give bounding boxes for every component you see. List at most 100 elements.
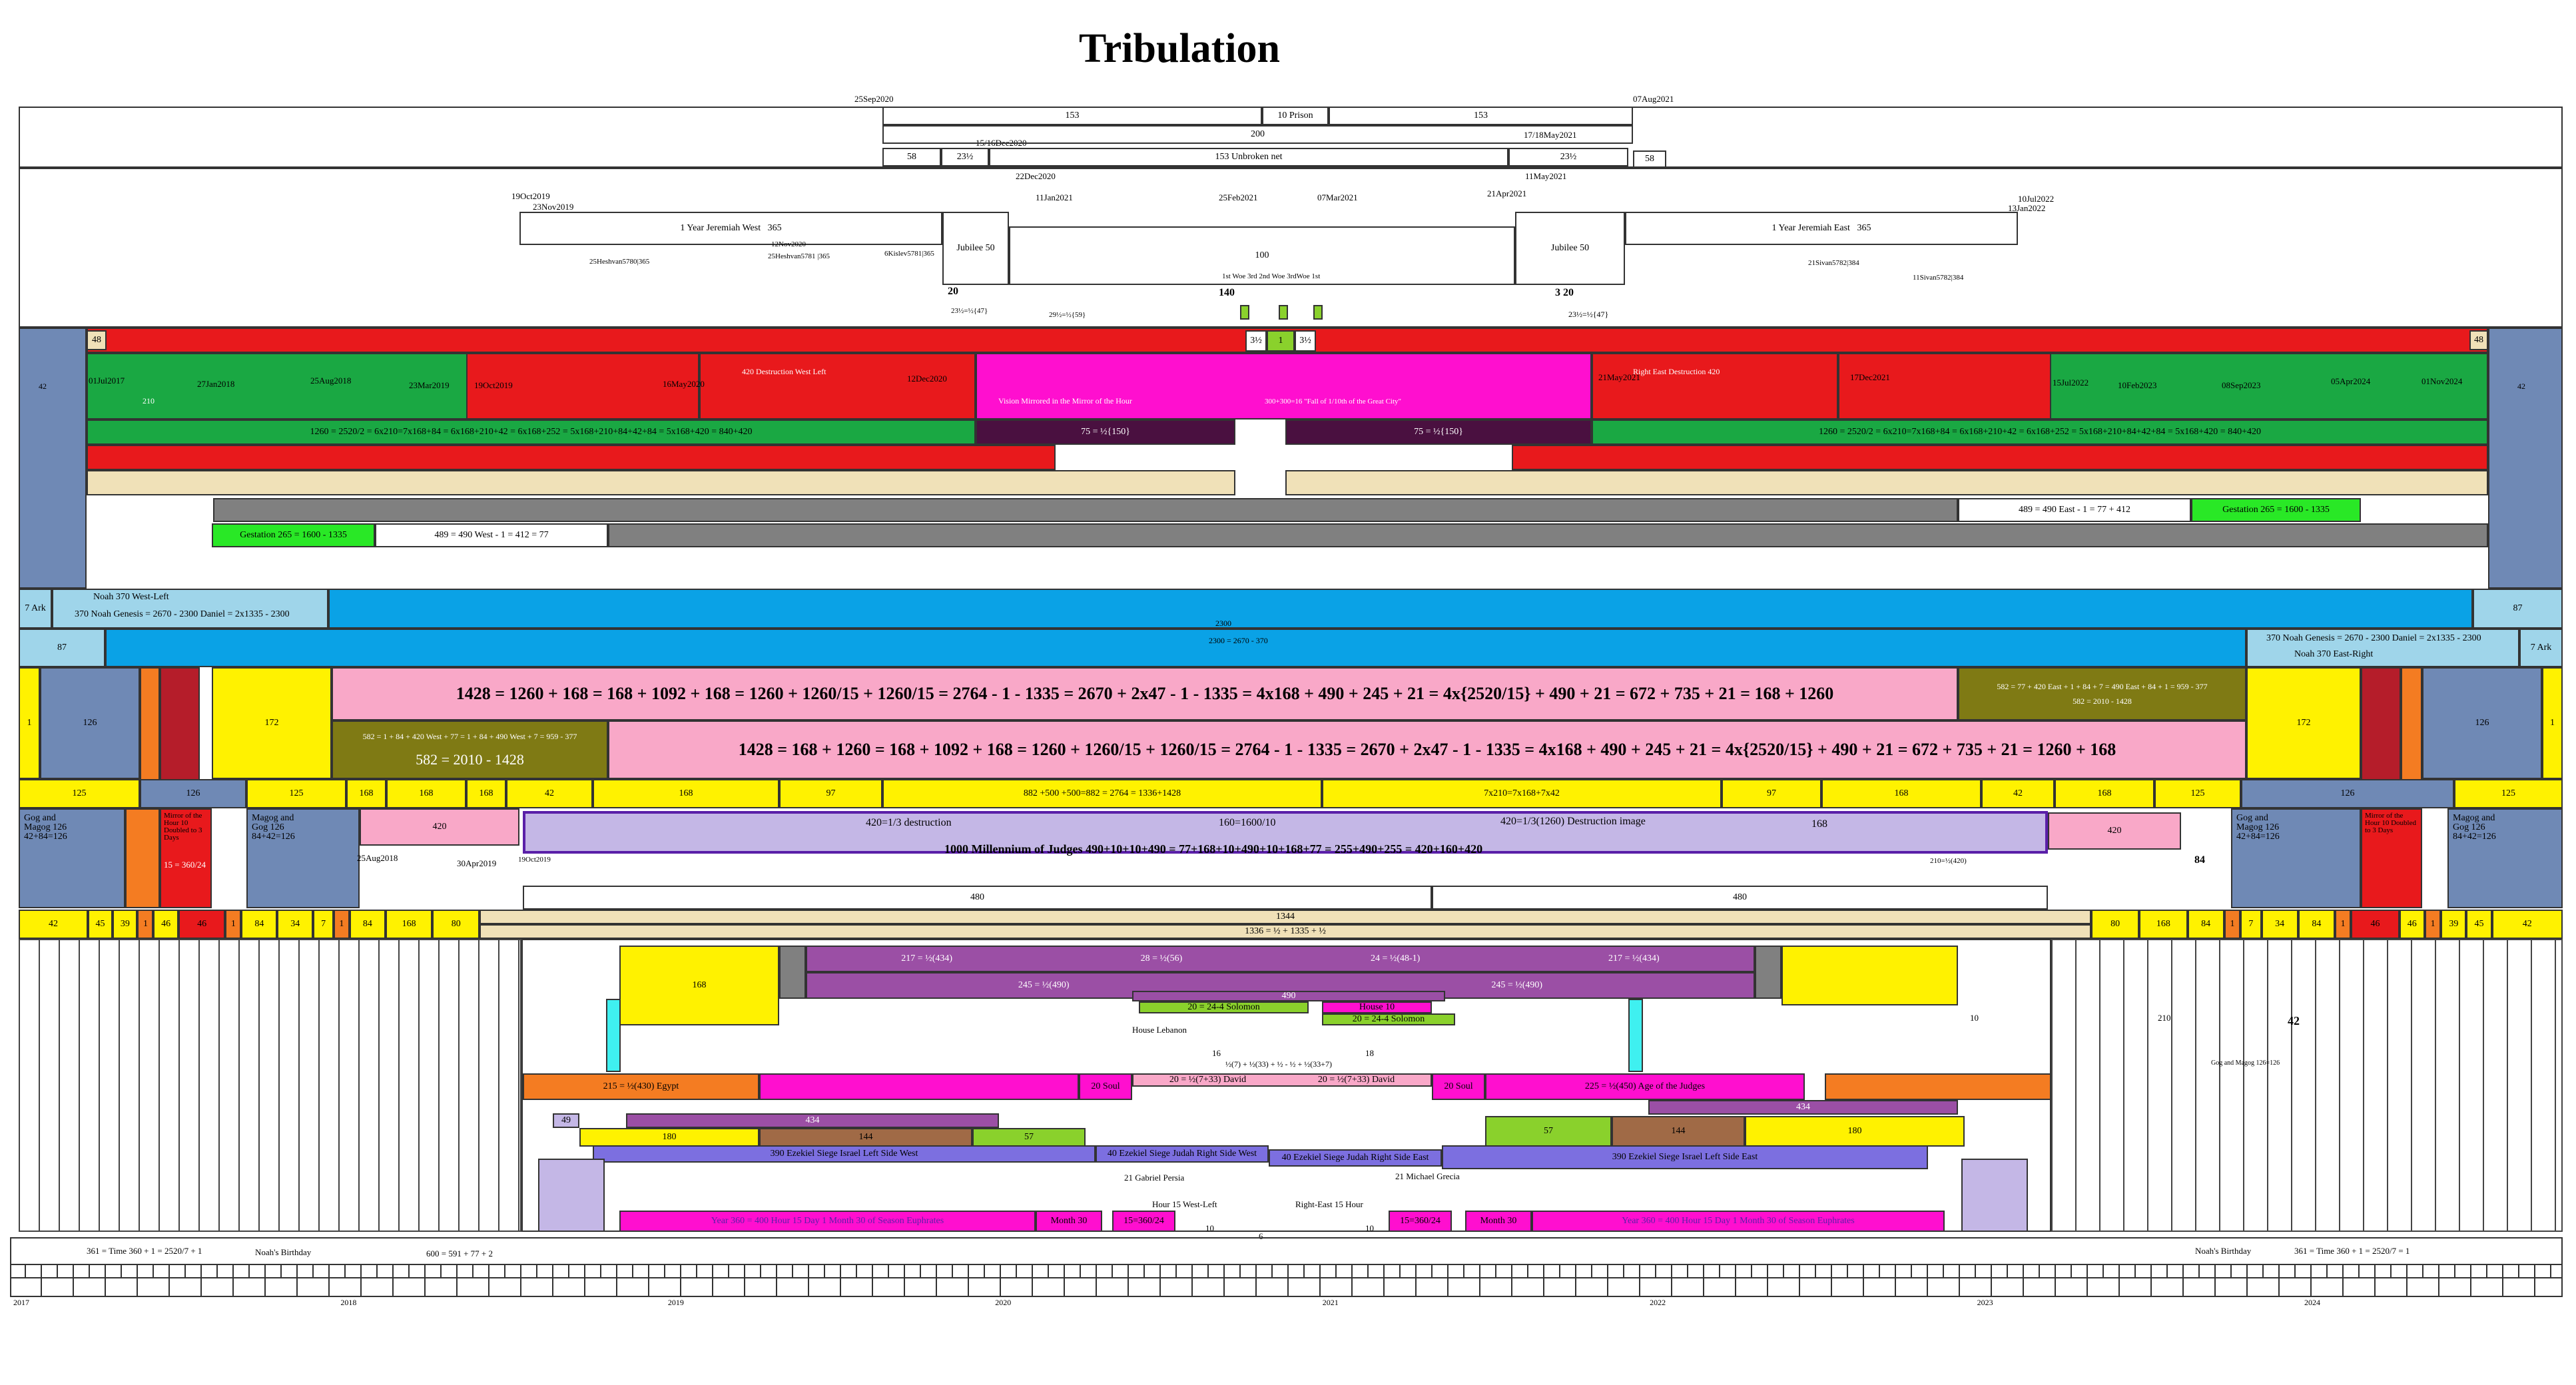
date-label: 21Apr2021 [1487,188,1527,198]
formula-left: 1260 = 2520/2 = 6x210=7x168+84 = 6x168+2… [87,419,976,445]
n172-left: 172 [212,667,332,779]
cyan-strip [1628,999,1643,1072]
yellow-cell: 46 [178,910,226,939]
time-label: 361 = Time 360 + 1 = 2520/7 + 1 [87,1246,202,1256]
date-label: 01Jul2017 [89,376,125,386]
n48-right: 48 [2469,330,2488,350]
span-153-right: 153 [1329,107,1633,125]
n42-label: 42 [2517,382,2525,391]
yellow-cell: 1 [2334,910,2352,939]
gray-bar [213,498,1958,522]
date-label: 11Sivan5782|384 [1913,274,1964,282]
n180-block: 180 [1745,1116,1965,1147]
fraction-label: 23½=½{47} [1568,310,1609,319]
month-block: Month 30 [1465,1211,1532,1232]
house-label: House Lebanon [1132,1025,1187,1035]
yellow-cell: 1 [137,910,154,939]
yellow-block: 168 [619,946,779,1025]
date-label: 16May2020 [663,379,705,389]
value-18: 18 [1365,1048,1374,1058]
yellow-cell: 1 [2224,910,2241,939]
value-210: 210 [2158,1013,2171,1023]
date-label: 23Mar2019 [409,380,450,390]
gestation-box-right: Gestation 265 = 1600 - 1335 [2191,498,2361,522]
gestation-box-left: 489 = 490 West - 1 = 412 = 77 [375,523,608,547]
fraction-label: 23½=½{47} [951,307,988,315]
gray-block [779,946,806,999]
woe-block [1240,305,1249,320]
yellow-cell: 39 [113,910,138,939]
n144-block: 144 [1612,1116,1745,1147]
row125-cell: 168 [1821,779,1981,808]
n49-block: 49 [553,1113,579,1128]
red-segment [1838,353,2051,419]
value-600: 600 = 591 + 77 + 2 [426,1248,493,1258]
magenta-band [759,1073,1079,1100]
date-label: 25Aug2018 [357,853,398,863]
row125-cell: 882 +500 +500=882 = 2764 = 1336+1428 [882,779,1322,808]
date-label: 21May2021 [1598,372,1640,382]
mirror-left: Mirror of the Hour 10 Doubled to 3 Days [160,808,212,908]
millennium: 1000 Millennium of Judges 490+10+10+490 … [944,842,1483,856]
temple-formula: ½(7) + ½(33) + ½ - ½ + ½(33+7) [1225,1059,1333,1069]
date-label: 27Jan2018 [197,379,235,389]
birthday-label: Noah's Birthday [2195,1246,2252,1256]
n490-band: 490 [1132,991,1445,1001]
yellow-cell: 46 [153,910,178,939]
value-140: 140 [1219,287,1235,298]
yellow-cell: 39 [2441,910,2467,939]
row125-cell: 125 [19,779,140,808]
row125-cell: 168 [386,779,466,808]
house-block: House 10 [1322,1001,1432,1013]
hour-label: Right-East 15 Hour [1295,1199,1363,1209]
edge-yellow-left: 1 [19,667,40,779]
cyan-strip [606,999,621,1072]
row125-cell: 168 [346,779,386,808]
solomon-block: 20 = 24-4 Solomon [1322,1013,1455,1025]
orange-band [1825,1073,2051,1100]
n2300-band: 2300 [328,589,2473,629]
span-23-left: 23½ [941,148,989,166]
destruction-frame [523,811,2048,854]
span-58-right: 58 [1633,150,1666,168]
red-segment [466,353,699,419]
value-16: 16 [1212,1048,1221,1058]
red-row [87,445,1056,470]
year-label: 2019 [667,1298,684,1307]
date-label: 10Feb2023 [2118,380,2157,390]
n87-left: 87 [19,629,105,667]
value-6: 6 [1259,1231,1263,1241]
row125-cell: 126 [2241,779,2454,808]
woe-block [1313,305,1323,320]
year-label: 2018 [340,1298,357,1307]
yellow-cell: 1 [333,910,350,939]
row125-cell: 168 [466,779,506,808]
jeremiah-east-box: 1 Year Jeremiah East 365 [1625,212,2018,245]
frac-box: 3½ [1245,330,1267,352]
row125-cell: 97 [779,779,882,808]
yellow-cell: 34 [277,910,314,939]
olive-right: 582 = 77 + 420 East + 1 + 84 + 7 = 490 E… [1958,667,2246,720]
row125-cell: 168 [2055,779,2154,808]
span-58-left: 58 [882,148,941,166]
gray-block [1755,946,1781,999]
gabriel-label: 21 Gabriel Persia [1124,1173,1185,1183]
n57-block: 57 [972,1128,1086,1147]
n126-right: 126 [2422,667,2542,779]
page-title: Tribulation [1079,26,1281,71]
value-10: 10 [1365,1223,1374,1233]
n2300-eq-band: 2300 = 2670 - 370 [105,629,2246,667]
frac-box: 1 [1267,330,1295,352]
woe-block [1279,305,1288,320]
n1336-band: 1336 = ½ + 1335 + ½ [480,924,2091,939]
row125-cell: 125 [246,779,346,808]
date-label: 23Nov2019 [533,202,574,212]
n57-block: 57 [1485,1116,1612,1147]
date-label: 25Aug2018 [310,376,352,386]
row125-cell: 125 [2154,779,2241,808]
yellow-cell: 168 [385,910,433,939]
soul-block: 20 Soul [1079,1073,1132,1100]
michael-label: 21 Michael Grecia [1395,1171,1460,1181]
year-label: 2021 [1322,1298,1339,1307]
